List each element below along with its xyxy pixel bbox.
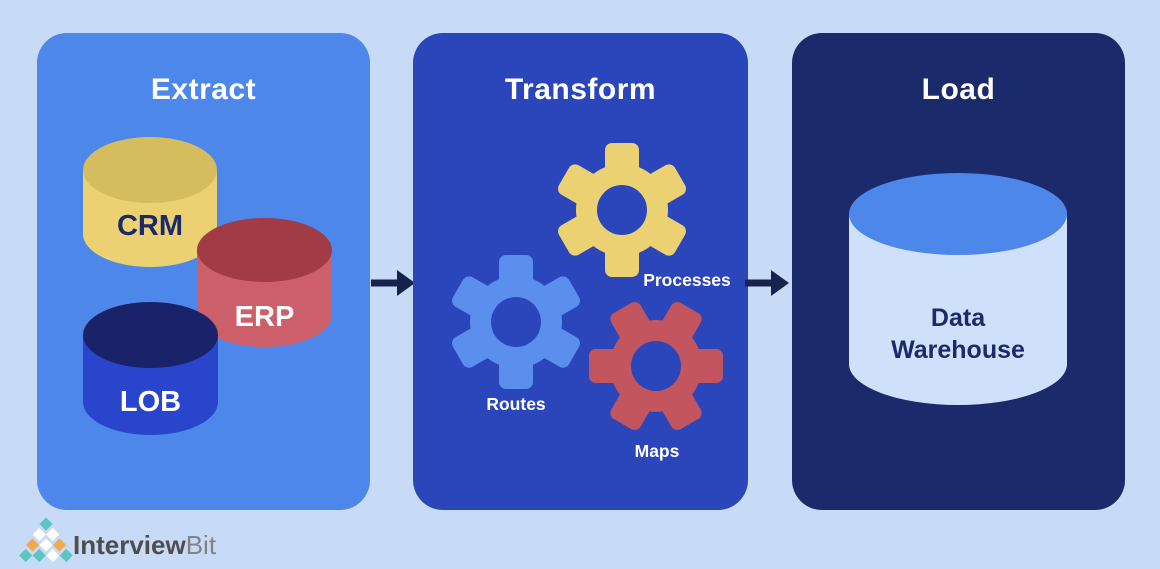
data-warehouse-cylinder-icon — [849, 173, 1067, 405]
crm-label: CRM — [116, 210, 184, 242]
lob-label: LOB — [119, 386, 182, 418]
routes-gear-icon — [452, 255, 580, 389]
crm-database-cylinder-icon — [83, 137, 217, 267]
extract-title: Extract — [150, 73, 257, 106]
processes-label: Processes — [643, 270, 731, 290]
arrow-extract-to-transform-icon — [371, 270, 415, 296]
transform-title: Transform — [504, 73, 657, 106]
logo-wordmark: InterviewBit — [73, 532, 216, 558]
data-warehouse-label: Data Warehouse — [849, 302, 1067, 366]
logo-brand-part1: Interview — [73, 530, 186, 560]
lob-database-cylinder-icon — [83, 302, 218, 435]
processes-gear-icon — [558, 143, 686, 277]
logo-diamonds-icon — [19, 517, 73, 563]
logo-brand-part2: Bit — [185, 530, 217, 560]
maps-label: Maps — [634, 441, 680, 461]
data-warehouse-label-line2: Warehouse — [891, 336, 1025, 364]
extract-panel: Extract CRM ERP LOB — [37, 33, 370, 510]
erp-label: ERP — [234, 301, 295, 333]
load-title: Load — [921, 73, 996, 106]
interviewbit-logo: InterviewBit — [18, 514, 216, 569]
arrow-transform-to-load-icon — [745, 270, 789, 296]
load-panel: Load Data Warehouse — [792, 33, 1125, 510]
transform-panel: Transform Processes — [413, 33, 748, 510]
routes-label: Routes — [486, 394, 546, 414]
erp-database-cylinder-icon — [197, 218, 332, 347]
data-warehouse-label-line1: Data — [930, 304, 986, 332]
maps-gear-icon — [589, 302, 723, 430]
